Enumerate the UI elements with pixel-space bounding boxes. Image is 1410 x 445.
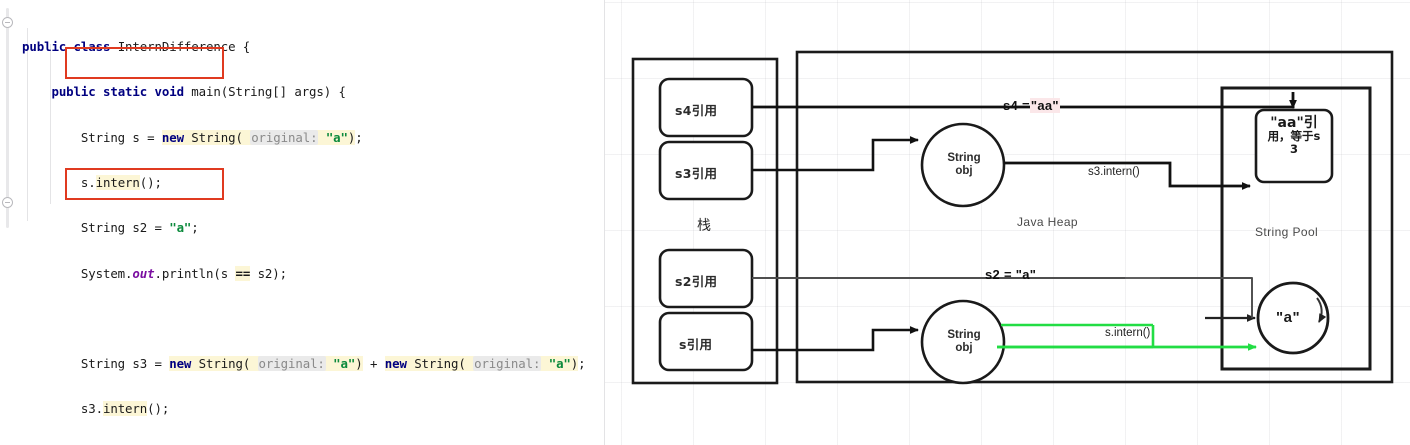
code-line-4: s.intern(); [22,175,162,191]
heap-obj-top-label: String obj [939,152,989,177]
source-code[interactable]: public class InternDifference { public s… [22,9,586,445]
edge-s3-to-heapobj [752,136,919,172]
code-line-3: String s = new String( original: "a"); [22,129,363,145]
indent-guide [27,28,28,221]
code-fold-marker-icon[interactable] [2,17,13,28]
code-line-8: String s3 = new String( original: "a") +… [22,356,586,372]
pool-entry-aa-box [1254,108,1334,184]
edge-s3-intern-to-pool [1004,161,1251,190]
heap-region-box [795,50,1394,384]
heap-region-label: Java Heap [1017,215,1078,229]
pane-divider [604,0,605,445]
string-pool-region-label: String Pool [1255,225,1319,239]
indent-guide [50,44,51,204]
stack-region-label: 栈 [697,218,712,234]
stack-slot-label-s3: s3引用 [675,166,718,181]
edge-a-self-loop [1316,297,1327,323]
edge-s-to-heapobj [752,326,919,352]
heap-obj-top-line2: obj [955,164,973,177]
heap-obj-bottom-label: String obj [939,329,989,354]
pool-aa-line1: "aa"引 [1270,115,1318,131]
pool-aa-line3: 3 [1289,142,1298,156]
memory-diagram-svg [631,50,1394,385]
stack-slot-s-box [658,311,754,372]
code-line-1: public class InternDifference { [22,39,251,55]
memory-model-diagram-pane: s4引用 s3引用 s2引用 s引用 栈 String obj String o… [605,0,1410,445]
heap-string-obj-top-circle [920,122,1006,208]
code-line-7 [22,311,586,326]
code-editor-pane: public class InternDifference { public s… [0,0,605,445]
code-line-9: s3.intern(); [22,401,170,417]
pool-entry-a-text: "a" [1276,309,1301,326]
pool-aa-line2: 用，等于s [1267,129,1321,143]
edge-label-s4-value: "aa" [1029,98,1060,113]
heap-obj-bottom-line1: String [947,329,981,341]
editor-gutter [6,8,9,228]
edge-s2-thin-line [752,277,1253,316]
heap-obj-top-line1: String [947,152,981,164]
edge-label-s-intern: s.intern() [1105,327,1151,339]
code-line-6: System.out.println(s == s2); [22,265,288,281]
code-fold-marker-icon[interactable] [2,197,13,208]
edge-label-s4-prefix: s4 = [1003,98,1030,113]
heap-string-obj-bottom-circle [920,299,1006,385]
code-line-5: String s2 = "a"; [22,220,199,236]
stack-slot-label-s4: s4引用 [675,103,718,118]
edge-label-s3-intern: s3.intern() [1088,166,1140,178]
stack-region-box [631,57,779,385]
stack-slot-label-s2: s2引用 [675,274,718,289]
pool-entry-a-circle [1256,281,1330,355]
code-line-2: public static void main(String[] args) { [51,84,346,100]
edge-label-s4-assign: s4 ="aa" [1003,98,1060,113]
string-pool-region-box [1220,86,1372,371]
stack-slot-label-s: s引用 [679,337,713,352]
edge-label-s2-assign: s2 = "a" [985,267,1037,282]
pool-entry-aa-text: "aa"引 用，等于s 3 [1258,115,1330,156]
heap-obj-bottom-line2: obj [955,341,973,354]
